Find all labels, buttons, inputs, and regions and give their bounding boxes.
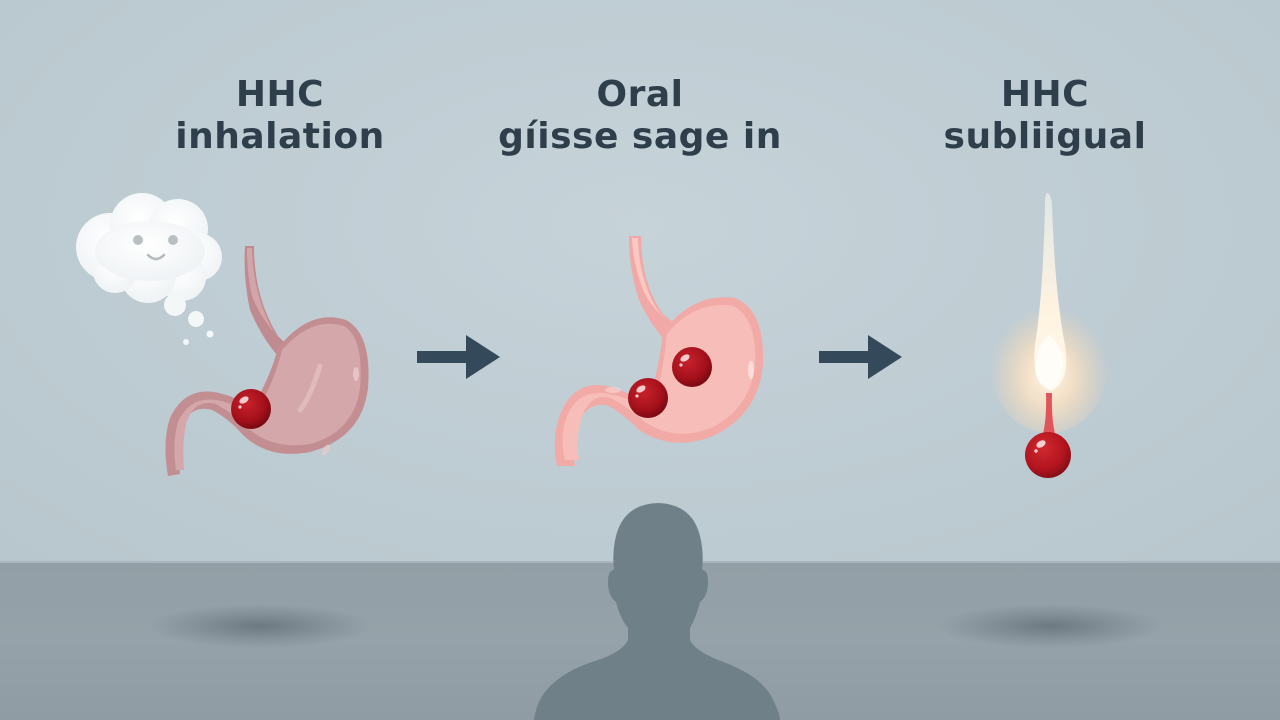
flame-drop-icon [989,193,1109,478]
droplet-icon-oral-2 [628,378,668,418]
title-oral-line1: Oral [596,74,684,115]
droplet-icon-oral-1 [672,347,712,387]
floor-shadow-left [150,604,370,648]
title-inhalation-line1: HHC [235,74,325,115]
cloud-icon [76,193,222,345]
title-inhalation-line2: inhalation [175,116,385,157]
arrow-right-icon-2 [819,335,902,379]
title-sublingual: HHC subliigual [885,74,1205,158]
title-oral-line2: gíisse sage in [498,116,782,157]
droplet-icon-inhalation [231,389,271,429]
stomach-icon-oral [554,236,764,466]
title-sublingual-line1: HHC [1000,74,1090,115]
stomach-icon-inhalation [165,246,369,476]
arrow-right-icon-1 [417,335,500,379]
title-sublingual-line2: subliigual [943,116,1147,157]
title-inhalation: HHC inhalation [120,74,440,158]
title-oral: Oral gíisse sage in [470,74,810,158]
floor-shadow-right [940,604,1160,648]
person-silhouette-icon [534,503,780,720]
